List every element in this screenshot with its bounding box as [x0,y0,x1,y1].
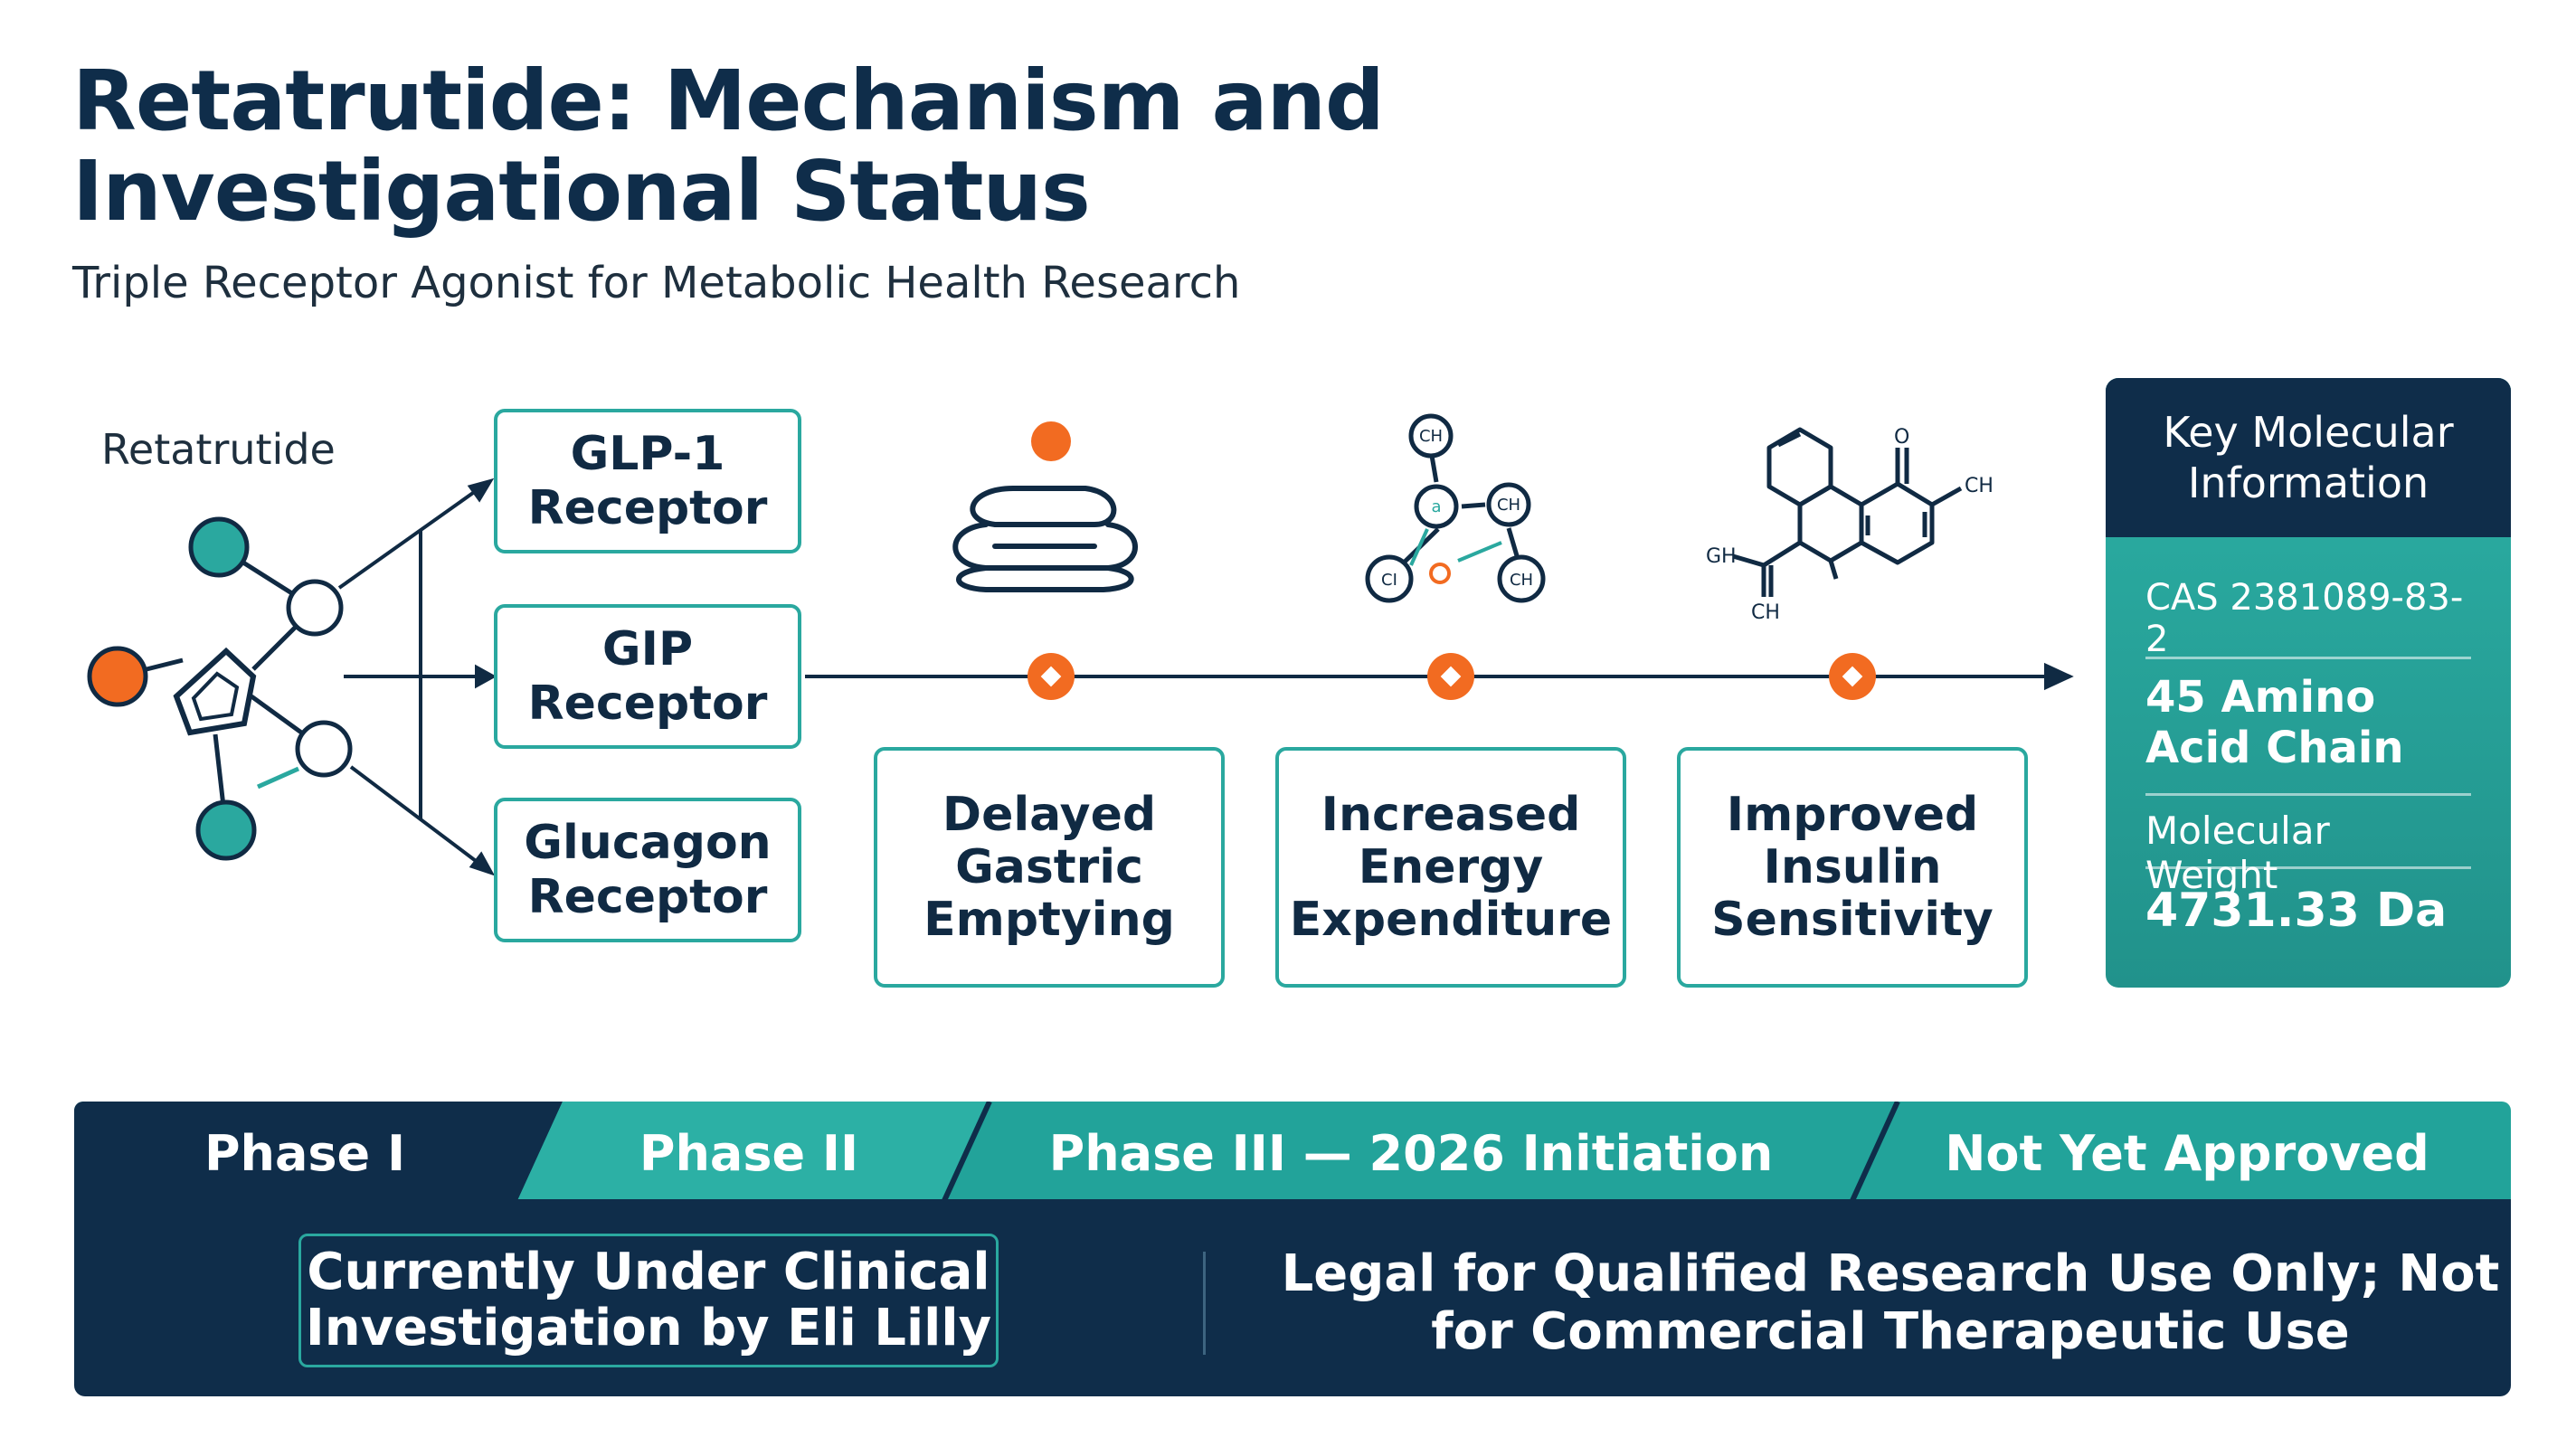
status-divider [1203,1252,1206,1355]
effect-insulin-sensitivity: Improved Insulin Sensitivity [1677,747,2028,988]
key-info-panel: Key Molecular Information CAS 2381089-83… [2106,378,2511,988]
divider [2145,866,2471,869]
atom-node [295,720,353,778]
timeline-markers [1028,653,1876,700]
stomach-icon [952,486,1138,592]
receptor-glp1: GLP-1 Receptor [494,409,801,553]
divider [2145,793,2471,796]
chemical-structure-icon [1732,427,1963,597]
phase-3: Phase III — 2026 Initiation [1048,1124,1774,1182]
key-info-heading: Key Molecular Information [2106,378,2511,537]
network-node-label: a [1431,497,1441,516]
network-node-label: CH [1497,496,1520,515]
structure-label: O [1894,426,1909,449]
phase-bar [74,1102,2511,1205]
network-node-label: CI [1381,571,1397,590]
page-title: Retatrutide: Mechanism and Investigation… [72,52,1385,240]
amino-acid-chain: 45 Amino Acid Chain [2145,672,2404,773]
stomach-icon-dot [1031,421,1071,461]
structure-label: GH [1706,545,1737,568]
atom-node [188,516,250,578]
mechanism-diagram: CH a CI CH CH O CH GH CH [87,413,2074,876]
molecular-weight-label: Molecular Weight [2145,809,2330,897]
divider [2145,657,2471,659]
page-subtitle: Triple Receptor Agonist for Metabolic He… [72,258,1241,308]
effect-gastric-emptying: Delayed Gastric Emptying [874,747,1225,988]
molecule-network-icon [1365,413,1546,603]
molecular-weight-value: 4731.33 Da [2145,884,2448,938]
phase-1: Phase I [204,1124,406,1182]
phase-not-approved: Not Yet Approved [1945,1124,2429,1182]
investigation-status: Currently Under Clinical Investigation b… [298,1234,999,1367]
status-strip [74,1205,2511,1396]
network-node-label: CH [1419,427,1443,446]
effect-energy-expenditure: Increased Energy Expenditure [1275,747,1626,988]
molecule-label: Retatrutide [101,425,336,474]
atom-node [195,799,257,861]
cas-number: CAS 2381089-83-2 [2145,577,2464,660]
legal-notice: Legal for Qualified Research Use Only; N… [1281,1244,2500,1361]
structure-label: CH [1965,475,1994,497]
structure-label: CH [1751,601,1780,624]
phase-2: Phase II [639,1124,859,1182]
receptor-gip: GIP Receptor [494,604,801,749]
receptor-glucagon: Glucagon Receptor [494,798,801,942]
atom-node [286,579,344,637]
atom-node [87,646,148,707]
network-node-label: CH [1510,571,1533,590]
